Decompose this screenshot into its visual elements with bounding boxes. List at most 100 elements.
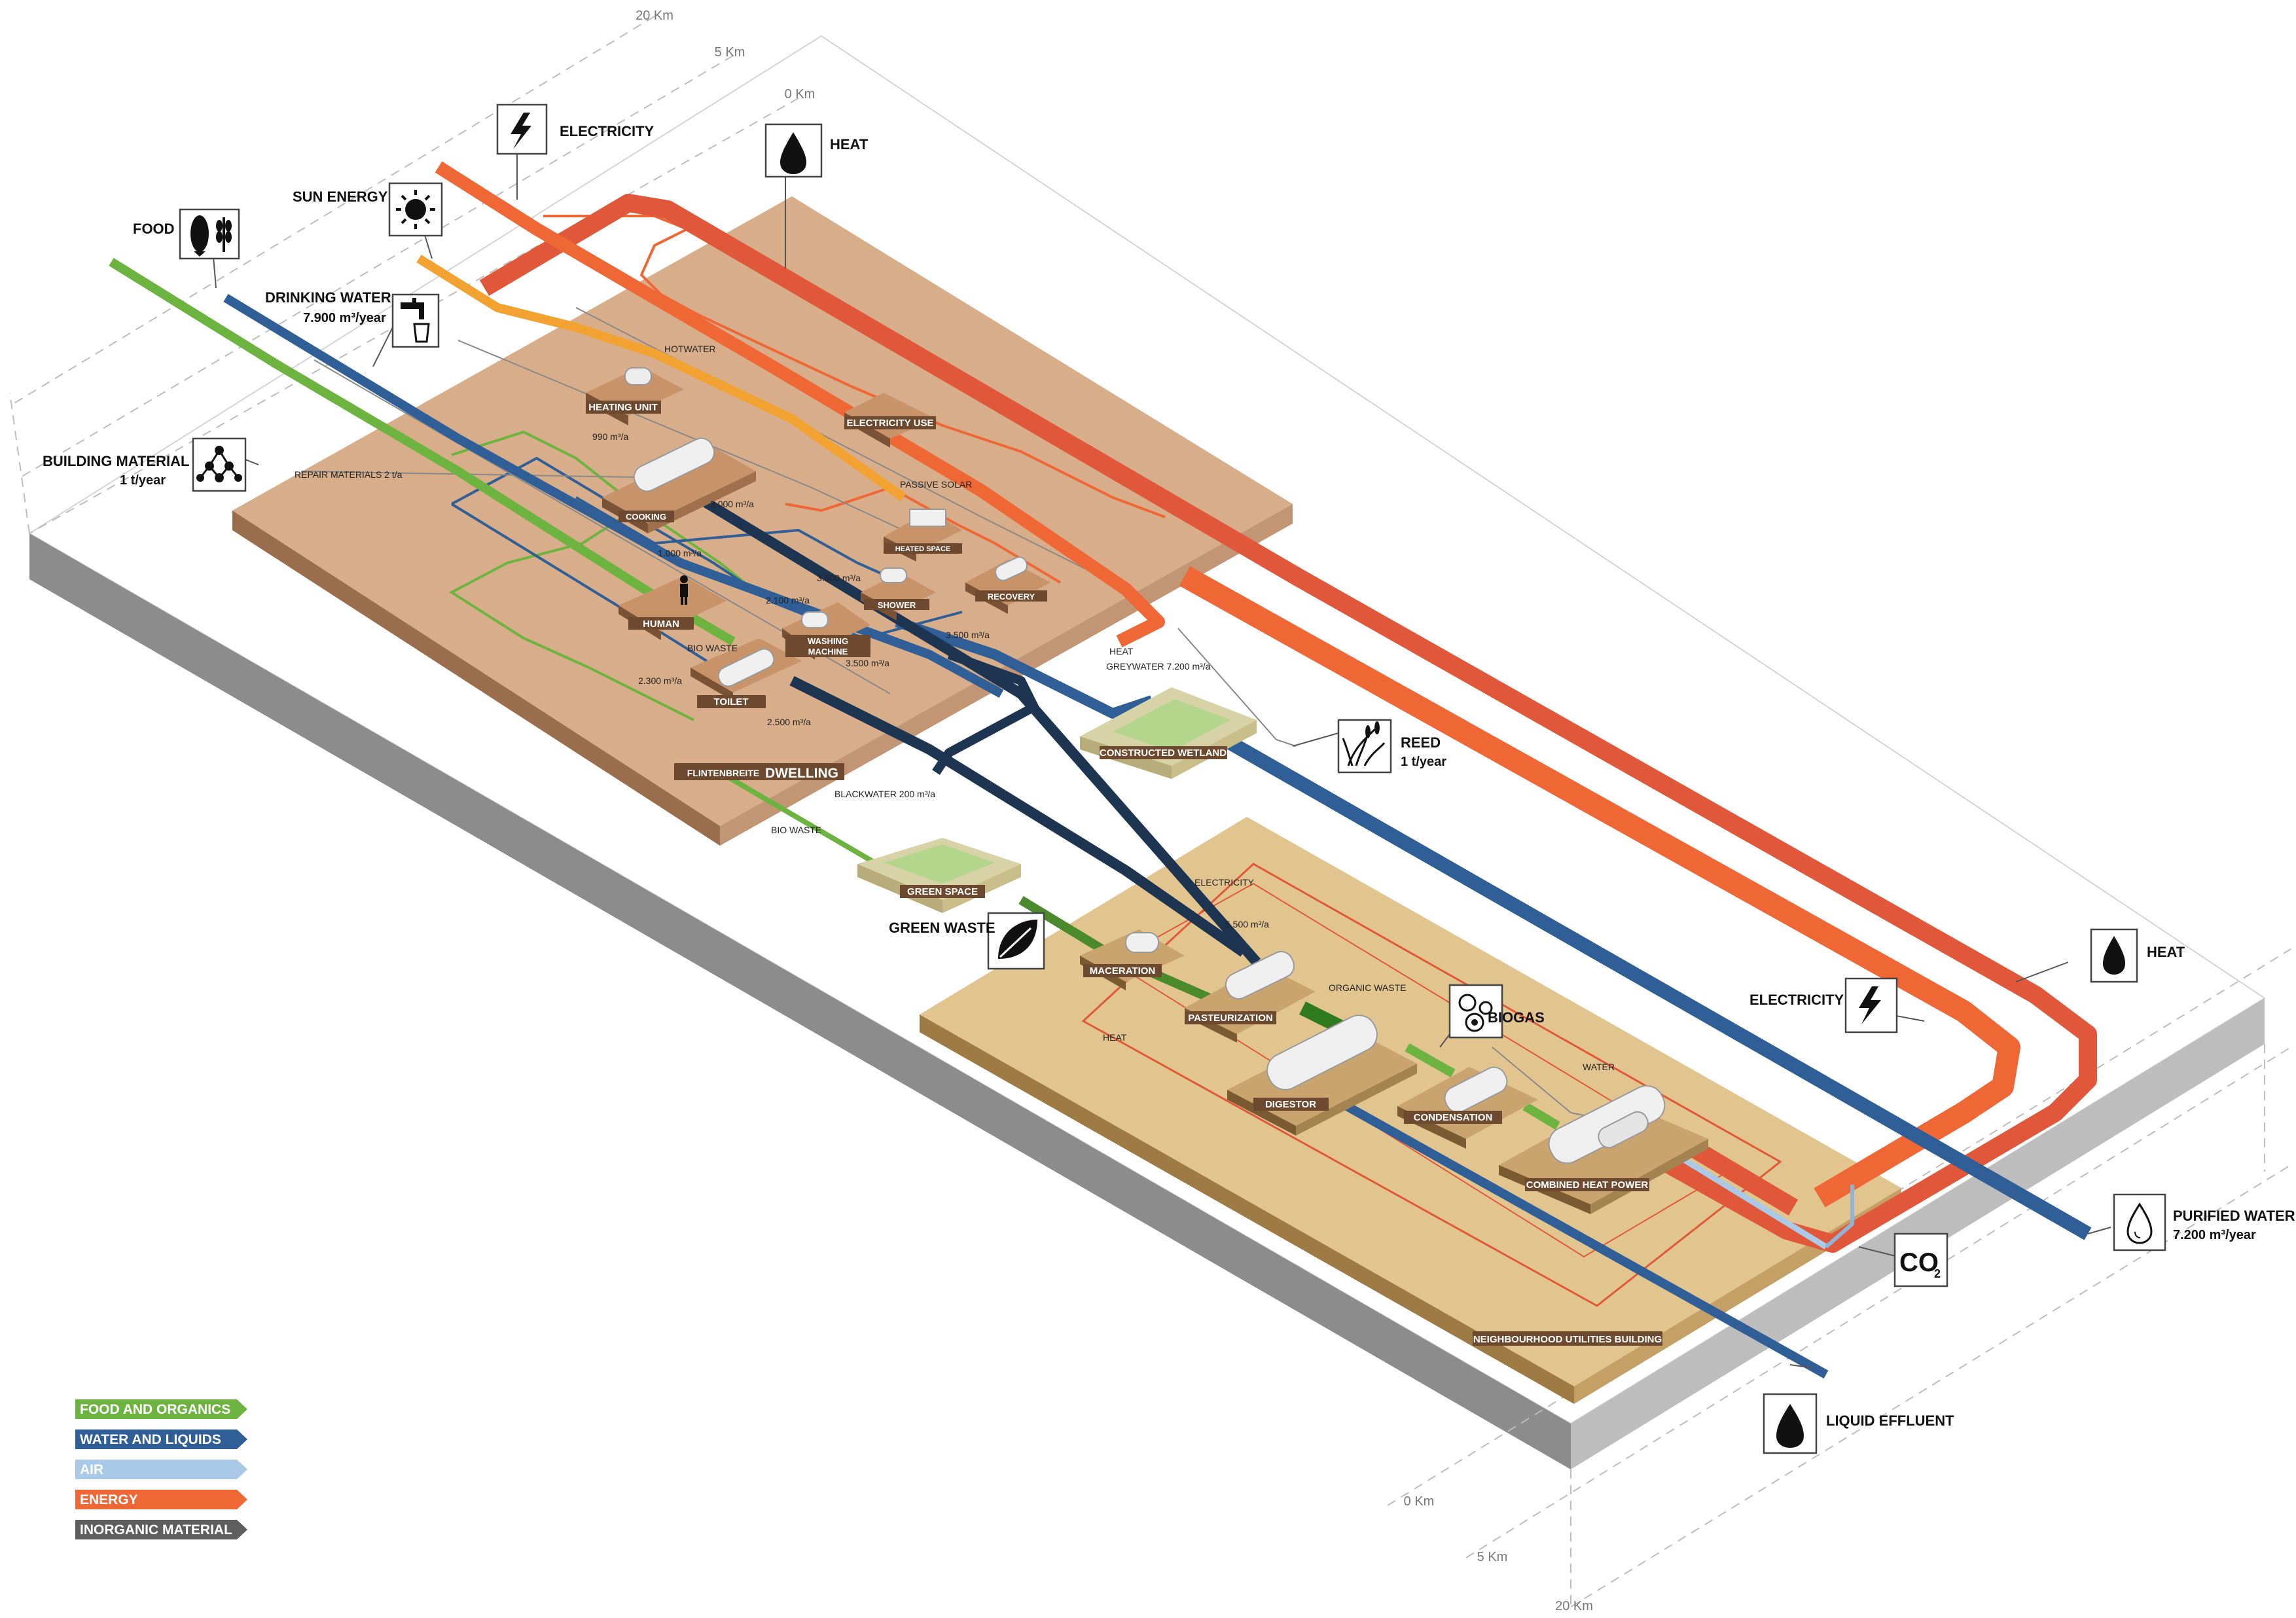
pipe-biowaste — [718, 770, 879, 867]
tag-condensation: CONDENSATION — [1414, 1112, 1493, 1123]
pipe-drinking-water — [223, 294, 1004, 698]
flow-greywater: GREYWATER 7.200 m³/a — [1106, 661, 1211, 672]
legend-item: AIR — [75, 1460, 247, 1479]
legend-swatch — [75, 1429, 247, 1449]
tag-heating-unit: HEATING UNIT — [588, 402, 658, 413]
pipe-purified — [1227, 736, 2092, 1240]
flow-2300: 2.300 m³/a — [638, 675, 682, 686]
pipe-greywater — [895, 617, 1154, 719]
scale-left-5km: 5 Km — [715, 45, 745, 60]
tag-chp: COMBINED HEAT POWER — [1526, 1179, 1649, 1191]
unit-tags: HEATING UNIT ELECTRICITY USE COOKING HEA… — [586, 401, 1662, 1346]
flow-water-util: WATER — [1583, 1062, 1615, 1072]
legend-item: INORGANIC MATERIAL — [75, 1520, 247, 1539]
flow-3500a: 3.500 m³/a — [817, 573, 861, 583]
label-heat-out: HEAT — [2147, 944, 2185, 960]
pipe-effluent — [1333, 1095, 1829, 1379]
ground-side-left — [29, 533, 1571, 1469]
label-co2-sub: 2 — [1934, 1267, 1941, 1280]
legend-label: INORGANIC MATERIAL — [80, 1522, 232, 1537]
sun-icon — [388, 182, 443, 237]
label-drinking-water-amount: 7.900 m³/year — [303, 311, 386, 325]
pipe-cond-chp — [1522, 1102, 1560, 1130]
flow-heat-util: HEAT — [1103, 1032, 1127, 1043]
pipe-blackwater2 — [789, 675, 1247, 957]
flow-electricity-util: ELECTRICITY — [1194, 877, 1255, 888]
pipe-blackwater — [651, 467, 1261, 966]
legend-item: WATER AND LIQUIDS — [75, 1429, 247, 1449]
label-heat-in: HEAT — [830, 136, 869, 153]
scale-labels: 20 Km 5 Km 0 Km 0 Km 5 Km 20 Km — [636, 9, 1593, 1613]
legend-swatch — [75, 1490, 247, 1509]
heat-out-icon — [2090, 928, 2138, 983]
flow-blackwater: BLACKWATER 200 m³/a — [834, 789, 935, 799]
legend-label: FOOD AND ORGANICS — [80, 1402, 230, 1417]
food-icon — [179, 208, 240, 260]
scale-bottom-20km: 20 Km — [1555, 1599, 1593, 1613]
tag-human: HUMAN — [643, 619, 679, 630]
flow-2100: 2.100 m³/a — [766, 595, 810, 605]
label-reed: REED — [1401, 734, 1441, 751]
legend-item: FOOD AND ORGANICS — [75, 1399, 247, 1419]
scale-left-0km: 0 Km — [785, 87, 816, 101]
legend: FOOD AND ORGANICS WATER AND LIQUIDS AIR ENE… — [75, 1399, 247, 1539]
flow-hotwater: HOTWATER — [664, 344, 716, 354]
legend-label: WATER AND LIQUIDS — [80, 1432, 221, 1447]
tag-electricity-use: ELECTRICITY USE — [846, 418, 933, 429]
label-purified-water: PURIFIED WATER — [2173, 1208, 2295, 1224]
legend-swatch — [75, 1399, 247, 1419]
label-liquid-effluent: LIQUID EFFLUENT — [1826, 1412, 1954, 1429]
tag-washing-2: MACHINE — [808, 647, 848, 656]
legend-item: ENERGY — [75, 1490, 247, 1509]
leaf-icon — [987, 912, 1045, 970]
tag-constructed-wetland: CONSTRUCTED WETLAND — [1100, 747, 1227, 759]
flow-3500b: 3.500 m³/a — [946, 630, 990, 640]
legend-label: AIR — [80, 1462, 103, 1477]
tap-icon — [391, 293, 440, 348]
scale-bottom-5km: 5 Km — [1477, 1550, 1508, 1564]
tag-digestor: DIGESTOR — [1265, 1099, 1316, 1110]
flow-990: 990 m³/a — [592, 431, 628, 442]
electricity-out-icon — [1844, 977, 1898, 1034]
flow-repair: REPAIR MATERIALS 2 t/a — [295, 469, 403, 480]
utilities-title: NEIGHBOURHOOD UTILITIES BUILDING — [1473, 1334, 1662, 1345]
label-electricity-in: ELECTRICITY — [560, 123, 655, 139]
dwelling-title-prefix: FLINTENBREITE — [687, 768, 759, 778]
flow-2500: 2.500 m³/a — [767, 717, 811, 727]
label-purified-water-amount: 7.200 m³/year — [2173, 1228, 2256, 1242]
label-electricity-out: ELECTRICITY — [1749, 992, 1844, 1008]
tag-maceration: MACERATION — [1090, 965, 1156, 977]
flow-organic-waste: ORGANIC WASTE — [1329, 982, 1407, 993]
legend-label: ENERGY — [80, 1492, 138, 1507]
flow-passive-solar: PASSIVE SOLAR — [900, 479, 972, 490]
label-building-material-amount: 1 t/year — [120, 473, 166, 488]
tag-heated-space: HEATED SPACE — [895, 545, 951, 553]
tag-toilet: TOILET — [713, 696, 748, 708]
pipe-biogas — [1405, 1043, 1456, 1078]
effluent-droplet-icon — [1763, 1393, 1818, 1454]
tag-washing-1: WASHING — [808, 636, 848, 646]
tag-pasteurization: PASTEURIZATION — [1188, 1013, 1272, 1024]
flow-3000: 3.000 m³/a — [710, 499, 754, 509]
molecule-icon — [192, 437, 247, 492]
person-icon — [680, 575, 688, 605]
flow-bio-waste-out: BIO WASTE — [771, 825, 821, 835]
flow-labels: HOTWATER 990 m³/a REPAIR MATERIALS 2 t/a… — [295, 344, 1615, 1072]
pipe-electricity-out — [1179, 566, 2020, 1208]
label-sun-energy: SUN ENERGY — [293, 189, 388, 205]
reed-icon — [1337, 719, 1392, 774]
tag-shower: SHOWER — [878, 600, 916, 610]
scale-bottom-0km: 0 Km — [1404, 1494, 1435, 1509]
droplet-icon — [2113, 1193, 2166, 1251]
tag-cooking: COOKING — [626, 512, 666, 522]
scale-left-20km: 20 Km — [636, 9, 673, 23]
label-co2: CO — [1899, 1248, 1939, 1277]
label-food: FOOD — [133, 221, 175, 237]
legend-swatch — [75, 1460, 247, 1479]
heat-icon — [764, 123, 823, 178]
pipe-co2-b — [1825, 1185, 1854, 1249]
flow-1000: 1.000 m³/a — [658, 548, 702, 558]
pipe-co2 — [1680, 1156, 1828, 1249]
tag-green-space: GREEN SPACE — [907, 886, 978, 897]
flow-5500: 5.500 m³/a — [1225, 919, 1269, 929]
